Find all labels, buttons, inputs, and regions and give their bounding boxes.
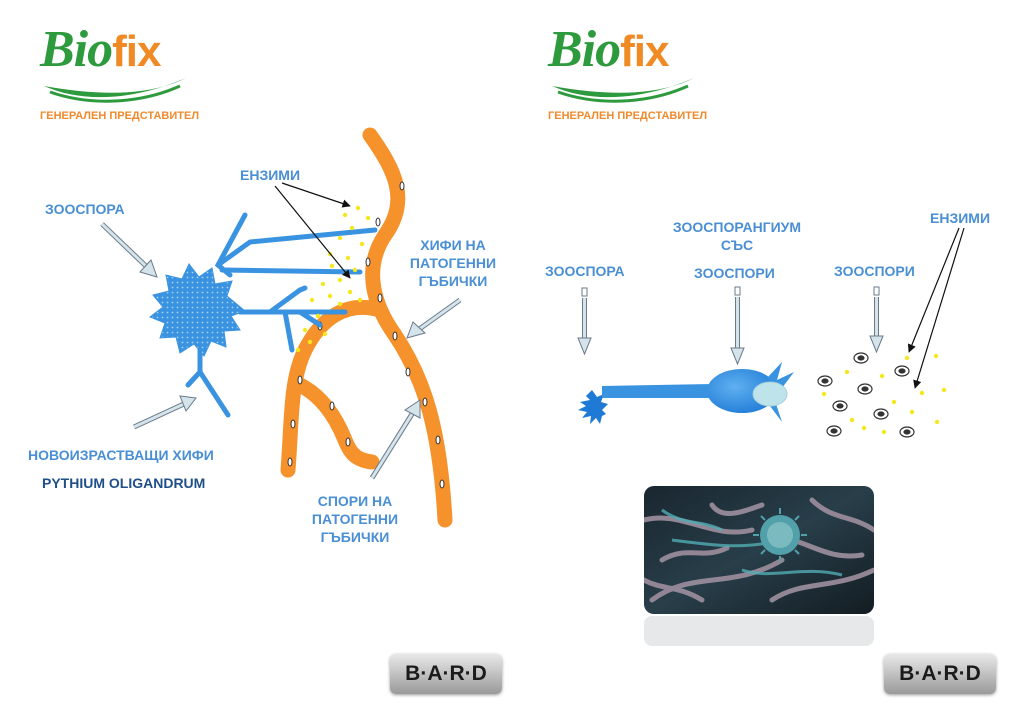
logo-bio-text: Bio (548, 21, 621, 78)
logo-fix-text: fix (112, 27, 161, 76)
enzyme-dots (821, 353, 947, 435)
zoosporangium-label: ЗООСПОРАНГИУМ СЪС (667, 218, 807, 254)
micrograph-reflection (644, 616, 874, 646)
pathogen-hyphae-pointer-arrow (406, 297, 462, 339)
micrograph-photo (644, 486, 874, 614)
logo-subtitle: ГЕНЕРАЛЕН ПРЕДСТАВИТЕЛ (40, 110, 200, 122)
pathogen-spores-label-line3: ГЪБИЧКИ (320, 529, 390, 545)
logo-subtitle: ГЕНЕРАЛЕН ПРЕДСТАВИТЕЛ (548, 110, 708, 122)
zoospores-label: ЗООСПОРИ (834, 263, 915, 279)
zoospore-cell-icon (148, 263, 246, 357)
enzymes-label: ЕНЗИМИ (240, 167, 301, 183)
enzymes-label: ЕНЗИМИ (930, 210, 991, 226)
new-hyphae-label: НОВОИЗРАСТВАЩИ ХИФИ (28, 447, 214, 463)
zoospore-ring-cells (817, 352, 915, 438)
bard-logo: B·A·R·D (884, 654, 996, 694)
species-label: PYTHIUM OLIGANDRUM (42, 475, 206, 491)
oligandrum-hyphae (185, 212, 378, 418)
germinated-zoospore-icon (578, 390, 608, 424)
enzyme-pointer-arrows (274, 182, 351, 279)
zoospore-down-arrow (577, 287, 592, 356)
pathogen-spores-pointer-arrow (369, 399, 421, 480)
enzyme-dots (295, 205, 371, 353)
zoosporangium-down-arrow (730, 286, 745, 366)
logo-wordmark: Biofix (40, 20, 162, 82)
hypha-tube (602, 384, 712, 398)
bard-logo-text: B·A·R·D (405, 662, 487, 685)
zoosporangium-icon (707, 362, 794, 422)
pathogen-hyphae-label-line2: ПАТОГЕННИ (409, 255, 497, 271)
right-slide: Biofix ГЕНЕРАЛЕН ПРЕДСТАВИТЕЛ (512, 0, 1023, 708)
pathogen-hyphae-label-line1: ХИФИ НА (420, 237, 486, 253)
bard-logo-text: B·A·R·D (899, 662, 981, 685)
pathogen-hyphae-label: ХИФИ НА ПАТОГЕННИ ГЪБИЧКИ (403, 236, 503, 290)
logo-bio-text: Bio (40, 21, 113, 78)
pathogen-spore-markings (287, 181, 445, 489)
left-slide: Biofix ГЕНЕРАЛЕН ПРЕДСТАВИТЕЛ (0, 0, 511, 708)
biofix-logo: Biofix ГЕНЕРАЛЕН ПРЕДСТАВИТЕЛ (548, 20, 748, 124)
new-hyphae-pointer-arrow (132, 395, 197, 430)
logo-wordmark: Biofix (548, 20, 670, 82)
pathogen-spores-label-line2: ПАТОГЕННИ (311, 511, 399, 527)
zoospores-down-arrow (869, 286, 884, 354)
pathogen-spores-label: СПОРИ НА ПАТОГЕННИ ГЪБИЧКИ (305, 492, 405, 546)
pathogen-hyphae (280, 127, 453, 528)
biofix-logo: Biofix ГЕНЕРАЛЕН ПРЕДСТАВИТЕЛ (40, 20, 240, 124)
logo-swoosh-icon (44, 78, 186, 103)
zoospore-label: ЗООСПОРА (545, 263, 625, 279)
logo-fix-text: fix (620, 27, 669, 76)
bard-logo: B·A·R·D (390, 654, 502, 694)
enzyme-pointer-arrows (907, 227, 965, 389)
pathogen-spores-label-line1: СПОРИ НА (317, 493, 393, 509)
zoospore-cell-in-photo (753, 508, 807, 562)
logo-swoosh-icon (552, 78, 694, 103)
zoospore-pointer-arrow (100, 222, 158, 278)
zoosporangium-zoospores-label: ЗООСПОРИ (694, 265, 775, 281)
zoosporangium-label-line2: СЪС (720, 237, 754, 253)
mycoparasitism-diagram (100, 127, 462, 528)
zoospore-label: ЗООСПОРА (45, 201, 125, 217)
pathogen-hyphae-label-line3: ГЪБИЧКИ (418, 273, 488, 289)
zoospore-lifecycle-diagram (577, 227, 965, 646)
zoosporangium-label-line1: ЗООСПОРАНГИУМ (672, 219, 802, 235)
